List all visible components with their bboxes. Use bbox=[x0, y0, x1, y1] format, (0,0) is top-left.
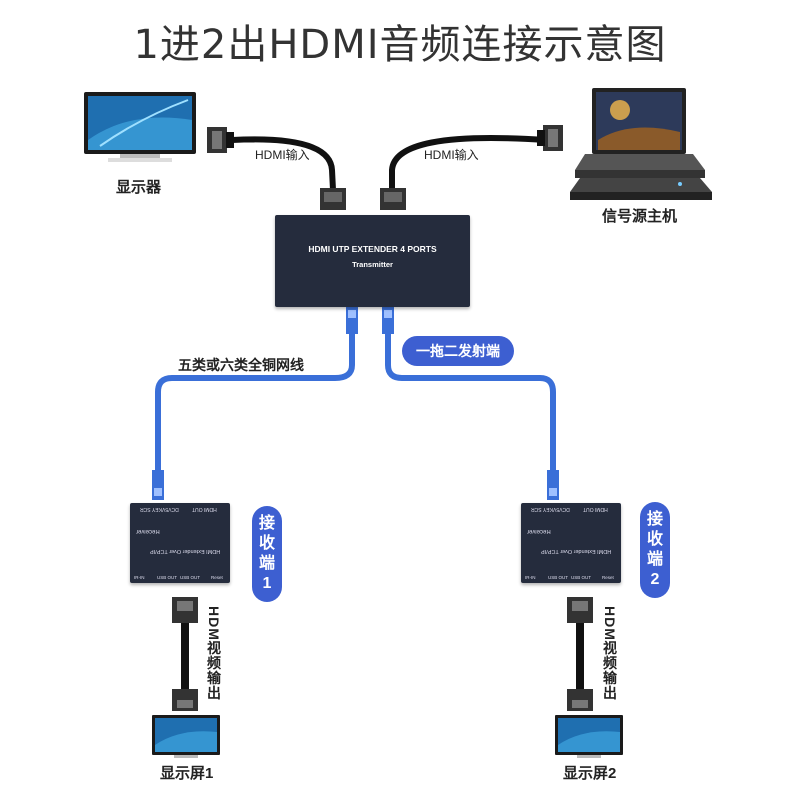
receiver-1-name: Receiver bbox=[136, 528, 160, 534]
rj45-plug-rx2 bbox=[547, 470, 559, 500]
receiver-2-top-port-1: KEY SCR bbox=[531, 506, 553, 512]
hdmi-cable-right bbox=[389, 135, 548, 193]
hdmi-plug-tx-left bbox=[320, 188, 346, 210]
receiver-2-port-usb-a: USB OUT bbox=[548, 575, 569, 580]
cable-type-label: 五类或六类全铜网线 bbox=[178, 357, 304, 373]
source-host-label: 信号源主机 bbox=[602, 208, 678, 225]
receiver-1-port-reset: Reset bbox=[211, 575, 223, 580]
receiver-1-port-usb-b: USB OUT bbox=[180, 575, 201, 580]
rj45-plug-tx-left bbox=[346, 306, 358, 334]
receiver-2-badge: 接收端2 bbox=[640, 502, 670, 598]
laptop-source-illustration bbox=[570, 88, 712, 200]
receiver-1-port-usb-a: USB OUT bbox=[157, 575, 178, 580]
monitor-top-illustration bbox=[84, 92, 196, 162]
receiver-1-badge: 接收端1 bbox=[252, 506, 282, 602]
receiver-2-model: HDMI Extender Over TCP/IP bbox=[541, 548, 612, 554]
screen-2-illustration bbox=[555, 715, 623, 758]
network-cable-right bbox=[385, 327, 556, 473]
receiver-2-top-port-2: DCV5V bbox=[553, 506, 570, 512]
hdmi-cable-left bbox=[229, 136, 336, 193]
receiver-2-port-reset: Reset bbox=[602, 575, 614, 580]
receiver-2-badge-text: 接收端2 bbox=[647, 511, 664, 588]
transmitter-type-text: Transmitter bbox=[352, 260, 393, 269]
receiver-2-port-usb-b: USB OUT bbox=[571, 575, 592, 580]
receiver-1-top-port-2: DCV5V bbox=[162, 506, 179, 512]
hdmi-plug-monitor bbox=[207, 127, 234, 153]
hdmi-plug-tx-right bbox=[380, 188, 406, 210]
receiver-2-port-irin: IR-IN bbox=[525, 575, 536, 580]
rj45-plug-tx-right bbox=[382, 306, 394, 334]
screen-1-illustration bbox=[152, 715, 220, 758]
hdmi-output-1-label: HDM视频输出 bbox=[206, 606, 222, 701]
receiver-1-badge-text: 接收端1 bbox=[259, 515, 276, 592]
network-cable-left bbox=[155, 327, 355, 473]
screen-2-label: 显示屏2 bbox=[563, 765, 617, 782]
receiver-1-model: HDMI Extender Over TCP/IP bbox=[150, 548, 221, 554]
screen-1-label: 显示屏1 bbox=[160, 765, 214, 782]
hdmi-input-left-label: HDMI输入 bbox=[255, 148, 310, 162]
hdmi-cable-rx2 bbox=[567, 597, 593, 711]
transmitter-model-text: HDMI UTP EXTENDER 4 PORTS bbox=[308, 244, 437, 254]
transmitter-device bbox=[275, 215, 470, 307]
receiver-2-name: Receiver bbox=[527, 528, 551, 534]
rj45-plug-rx1 bbox=[152, 470, 164, 500]
page-title: 1进2出HDMI音频连接示意图 bbox=[133, 22, 667, 68]
hdmi-output-2-label: HDM视频输出 bbox=[602, 606, 618, 701]
receiver-1-top-port-1: KEY SCR bbox=[140, 506, 162, 512]
receiver-1-port-irin: IR-IN bbox=[134, 575, 145, 580]
receiver-2-device bbox=[521, 503, 621, 583]
receiver-1-top-port-3: HDMI OUT bbox=[192, 506, 217, 512]
receiver-2-top-port-3: HDMI OUT bbox=[583, 506, 608, 512]
hdmi-plug-source bbox=[537, 125, 563, 151]
hdmi-cable-rx1 bbox=[172, 597, 198, 711]
hdmi-input-right-label: HDMI输入 bbox=[424, 148, 479, 162]
receiver-1-device bbox=[130, 503, 230, 583]
transmitter-badge: 一拖二发射端 bbox=[402, 336, 514, 366]
monitor-top-label: 显示器 bbox=[116, 179, 162, 196]
